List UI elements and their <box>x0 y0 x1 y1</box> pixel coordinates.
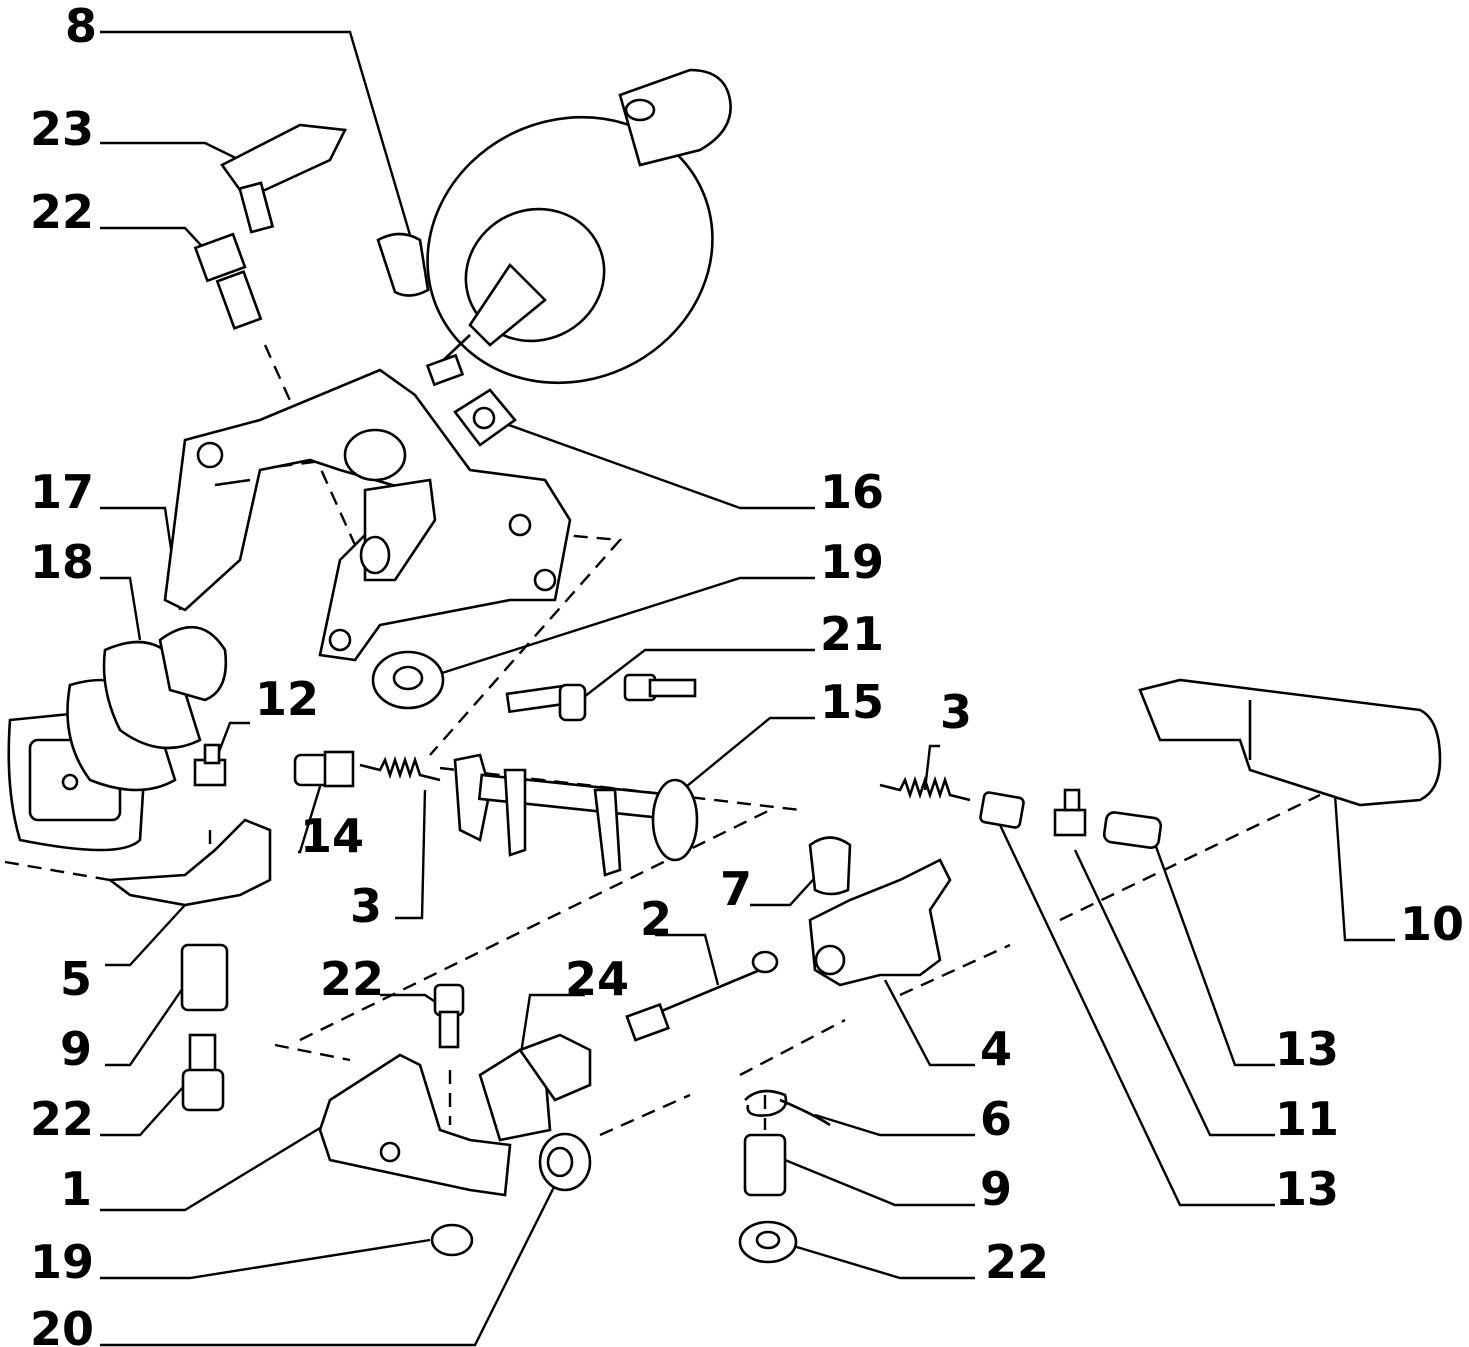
callout-9: 9 <box>980 1162 1012 1216</box>
middle-parts <box>106 650 699 1112</box>
callout-3: 3 <box>940 685 972 739</box>
callout-13: 13 <box>1275 1162 1339 1216</box>
callout-11: 11 <box>1275 1092 1339 1146</box>
callout-5: 5 <box>60 952 92 1006</box>
callout-10: 10 <box>1400 897 1464 951</box>
pedal-bracket <box>163 368 572 662</box>
callout-1: 1 <box>60 1162 92 1216</box>
callout-16: 16 <box>820 465 884 519</box>
leader-lines <box>100 30 1395 1347</box>
callout-22: 22 <box>985 1235 1049 1289</box>
callout-13: 13 <box>1275 1022 1339 1076</box>
callout-7: 7 <box>720 862 752 916</box>
callout-3: 3 <box>350 879 382 933</box>
callout-6: 6 <box>980 1092 1012 1146</box>
callout-19: 19 <box>30 1235 94 1289</box>
callout-12: 12 <box>255 672 319 726</box>
callout-22: 22 <box>320 952 384 1006</box>
right-parts <box>318 678 1442 1264</box>
callout-9: 9 <box>60 1022 92 1076</box>
callout-15: 15 <box>820 675 884 729</box>
callout-2: 2 <box>640 892 672 946</box>
callout-18: 18 <box>30 535 94 589</box>
callout-8: 8 <box>65 0 97 53</box>
callout-20: 20 <box>30 1302 94 1347</box>
callout-22: 22 <box>30 1092 94 1146</box>
callout-22: 22 <box>30 185 94 239</box>
boot-assembly <box>7 625 228 852</box>
callout-21: 21 <box>820 607 884 661</box>
callout-4: 4 <box>980 1022 1012 1076</box>
upper-parts <box>193 123 517 447</box>
callout-19: 19 <box>820 535 884 589</box>
brake-servo <box>425 68 732 387</box>
callout-17: 17 <box>30 465 94 519</box>
callout-23: 23 <box>30 102 94 156</box>
callout-labels: 8 23 22 17 18 16 19 21 12 15 3 14 3 7 10… <box>30 0 1464 1347</box>
callout-14: 14 <box>300 809 364 863</box>
callout-24: 24 <box>565 952 629 1006</box>
